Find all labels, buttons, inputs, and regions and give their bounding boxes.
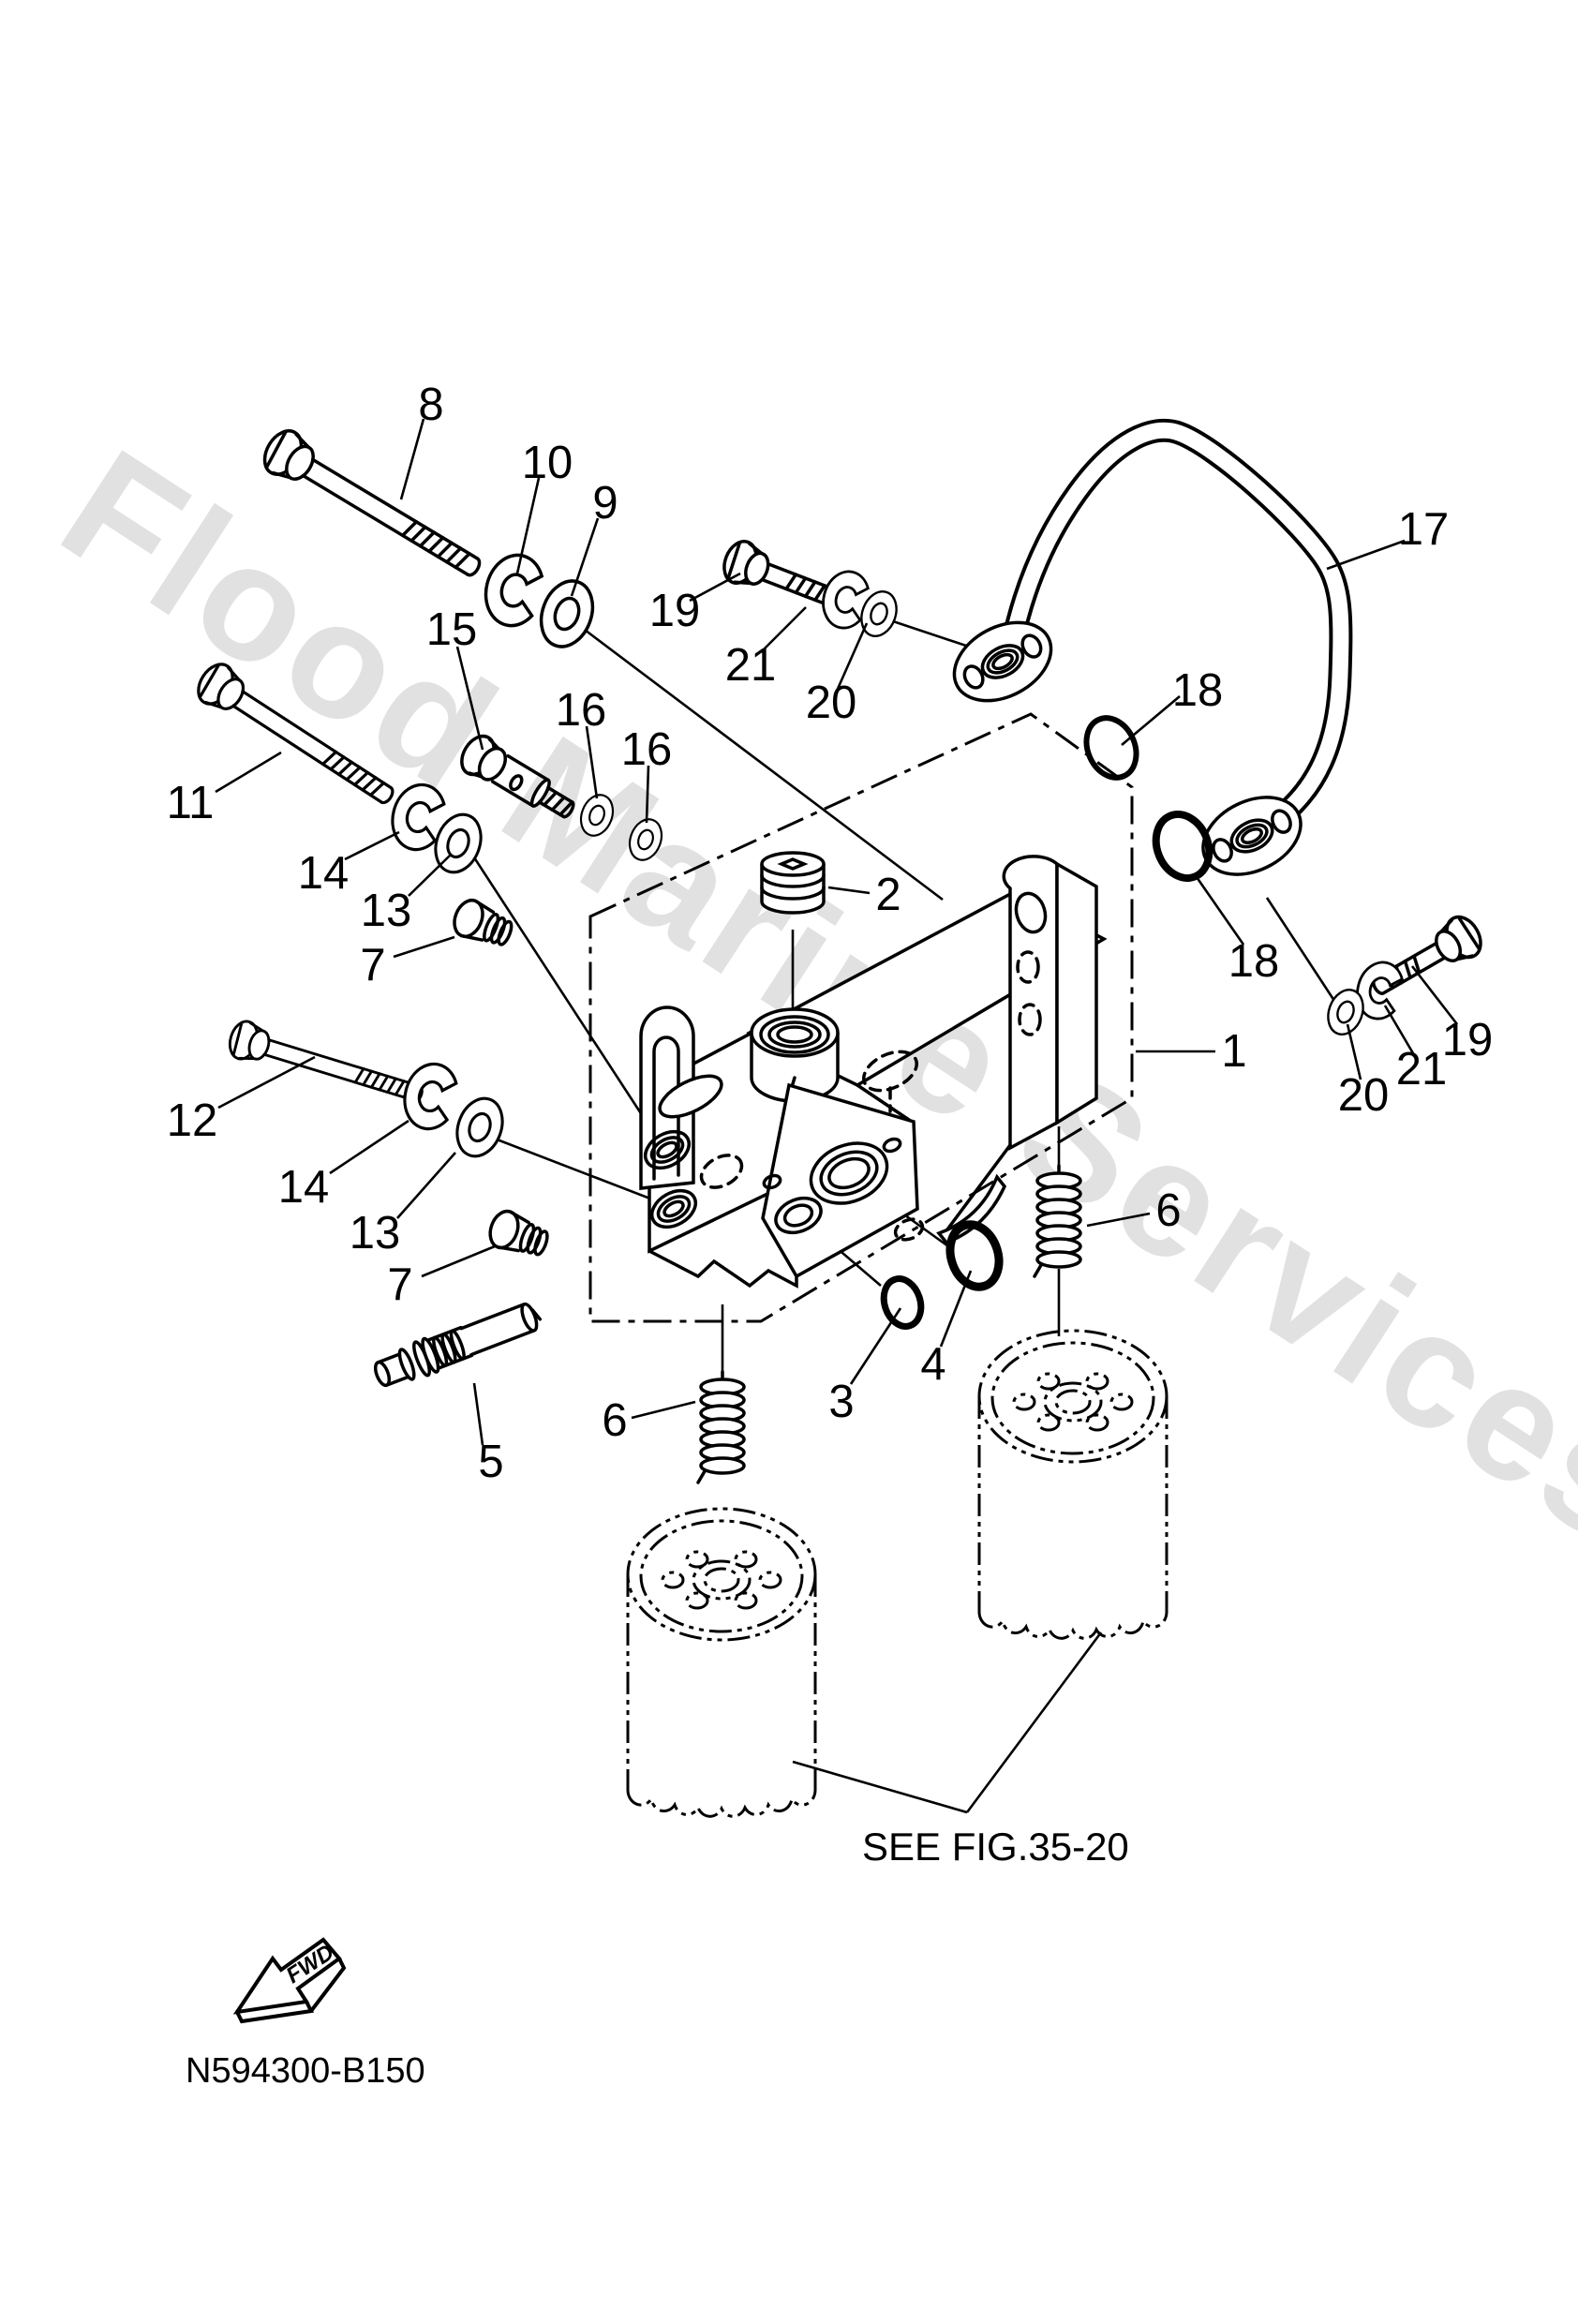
callout-14: 14 — [278, 1162, 330, 1213]
callout-leader-11 — [215, 751, 282, 794]
plug-2 — [760, 851, 826, 915]
callout-leader-20 — [836, 622, 869, 690]
fwd-arrow: FWD — [232, 1937, 347, 2024]
callout-leader-7 — [393, 935, 455, 959]
o-ring-3 — [880, 1275, 925, 1330]
callout-leader-8 — [399, 418, 425, 500]
callout-1: 1 — [1221, 1026, 1246, 1077]
oil-filter-left — [626, 1507, 817, 1818]
callout-8: 8 — [418, 380, 443, 430]
callout-15: 15 — [426, 604, 478, 655]
callout-leader-13 — [396, 1152, 456, 1219]
callout-6: 6 — [602, 1395, 627, 1446]
drawing-code: N594300-B150 — [186, 2051, 425, 2091]
body-threaded-hole-lower — [649, 1188, 698, 1229]
bolt-12 — [224, 1016, 429, 1115]
callout-6: 6 — [1155, 1185, 1181, 1236]
callout-leader-16 — [585, 725, 599, 799]
callout-19: 19 — [1442, 1015, 1494, 1065]
callout-leader-21 — [1383, 1005, 1415, 1054]
callout-leader-12 — [217, 1055, 316, 1110]
o-ring-18-upper — [1083, 715, 1139, 781]
callout-19: 19 — [649, 586, 701, 636]
callout-leader-19 — [689, 572, 741, 603]
callout-leader-3 — [849, 1307, 902, 1385]
oil-pipe-17 — [939, 418, 1353, 892]
callout-leader-6 — [1086, 1212, 1151, 1228]
callout-leader-6 — [631, 1400, 696, 1420]
callouts-layer: 8109151616211141371214137566341171818192… — [167, 380, 1494, 1487]
callout-leader-18 — [1195, 876, 1245, 946]
callout-2: 2 — [875, 870, 901, 920]
callout-12: 12 — [167, 1095, 218, 1146]
plug-7-upper — [447, 894, 518, 954]
callout-5: 5 — [478, 1437, 503, 1487]
callout-21: 21 — [1396, 1044, 1448, 1095]
callout-leader-15 — [455, 646, 484, 751]
callout-16: 16 — [556, 685, 607, 736]
callout-10: 10 — [522, 438, 573, 488]
callout-4: 4 — [920, 1339, 945, 1390]
callout-7: 7 — [387, 1259, 412, 1310]
plug-7-lower — [484, 1205, 554, 1264]
body-threaded-hole-upper — [643, 1129, 692, 1170]
callout-leader-7 — [421, 1244, 496, 1278]
strainer-6-left — [696, 1370, 746, 1484]
see-fig-note: SEE FIG.35-20 — [862, 1825, 1129, 1869]
relief-valve-5 — [373, 1302, 543, 1388]
callout-leader-5 — [472, 1382, 484, 1446]
body-inlet-boss — [774, 1196, 823, 1235]
callout-18: 18 — [1172, 665, 1224, 716]
o-ring-18-lower — [1152, 811, 1213, 882]
callout-14: 14 — [298, 848, 350, 899]
shoulder-bolt-15 — [460, 734, 575, 819]
callout-13: 13 — [361, 886, 412, 936]
spring-washer-10 — [476, 547, 547, 633]
callout-21: 21 — [725, 640, 777, 691]
bracket-body-1 — [639, 855, 1108, 1289]
callout-leader-2 — [827, 886, 871, 895]
callout-leader-20 — [1346, 1023, 1362, 1080]
strainer-6-right — [1033, 1164, 1082, 1278]
callout-leader-19 — [1410, 965, 1459, 1025]
callout-20: 20 — [806, 678, 857, 728]
o-ring-4 — [945, 1220, 1004, 1291]
pipe-flange-left — [939, 604, 1066, 719]
callout-leader-16 — [645, 765, 650, 824]
callout-20: 20 — [1338, 1070, 1390, 1121]
callout-18: 18 — [1228, 936, 1280, 987]
callout-3: 3 — [828, 1377, 854, 1427]
dashed-assembly-box — [588, 712, 1134, 1323]
washer-13-lower — [448, 1090, 512, 1165]
callout-leader-4 — [939, 1270, 973, 1348]
callout-leader-9 — [570, 517, 600, 597]
callout-7: 7 — [360, 940, 385, 991]
oil-filter-right — [977, 1329, 1169, 1640]
callout-leader-17 — [1326, 539, 1406, 571]
body-top-boss — [750, 1007, 840, 1103]
callout-leader-21 — [760, 606, 807, 653]
washer-9 — [530, 572, 603, 656]
callout-9: 9 — [592, 478, 618, 529]
callout-leader-10 — [515, 477, 541, 574]
callout-11: 11 — [167, 778, 215, 828]
callout-leader-14 — [329, 1119, 409, 1175]
callout-16: 16 — [621, 724, 673, 775]
bolt-19-right — [1362, 909, 1490, 1009]
body-outlet-boss — [809, 1141, 889, 1205]
callout-17: 17 — [1398, 504, 1450, 555]
callout-leader-13 — [408, 855, 451, 897]
callout-13: 13 — [350, 1208, 401, 1259]
callout-leader-18 — [1121, 695, 1181, 746]
callout-leader-14 — [344, 830, 400, 861]
